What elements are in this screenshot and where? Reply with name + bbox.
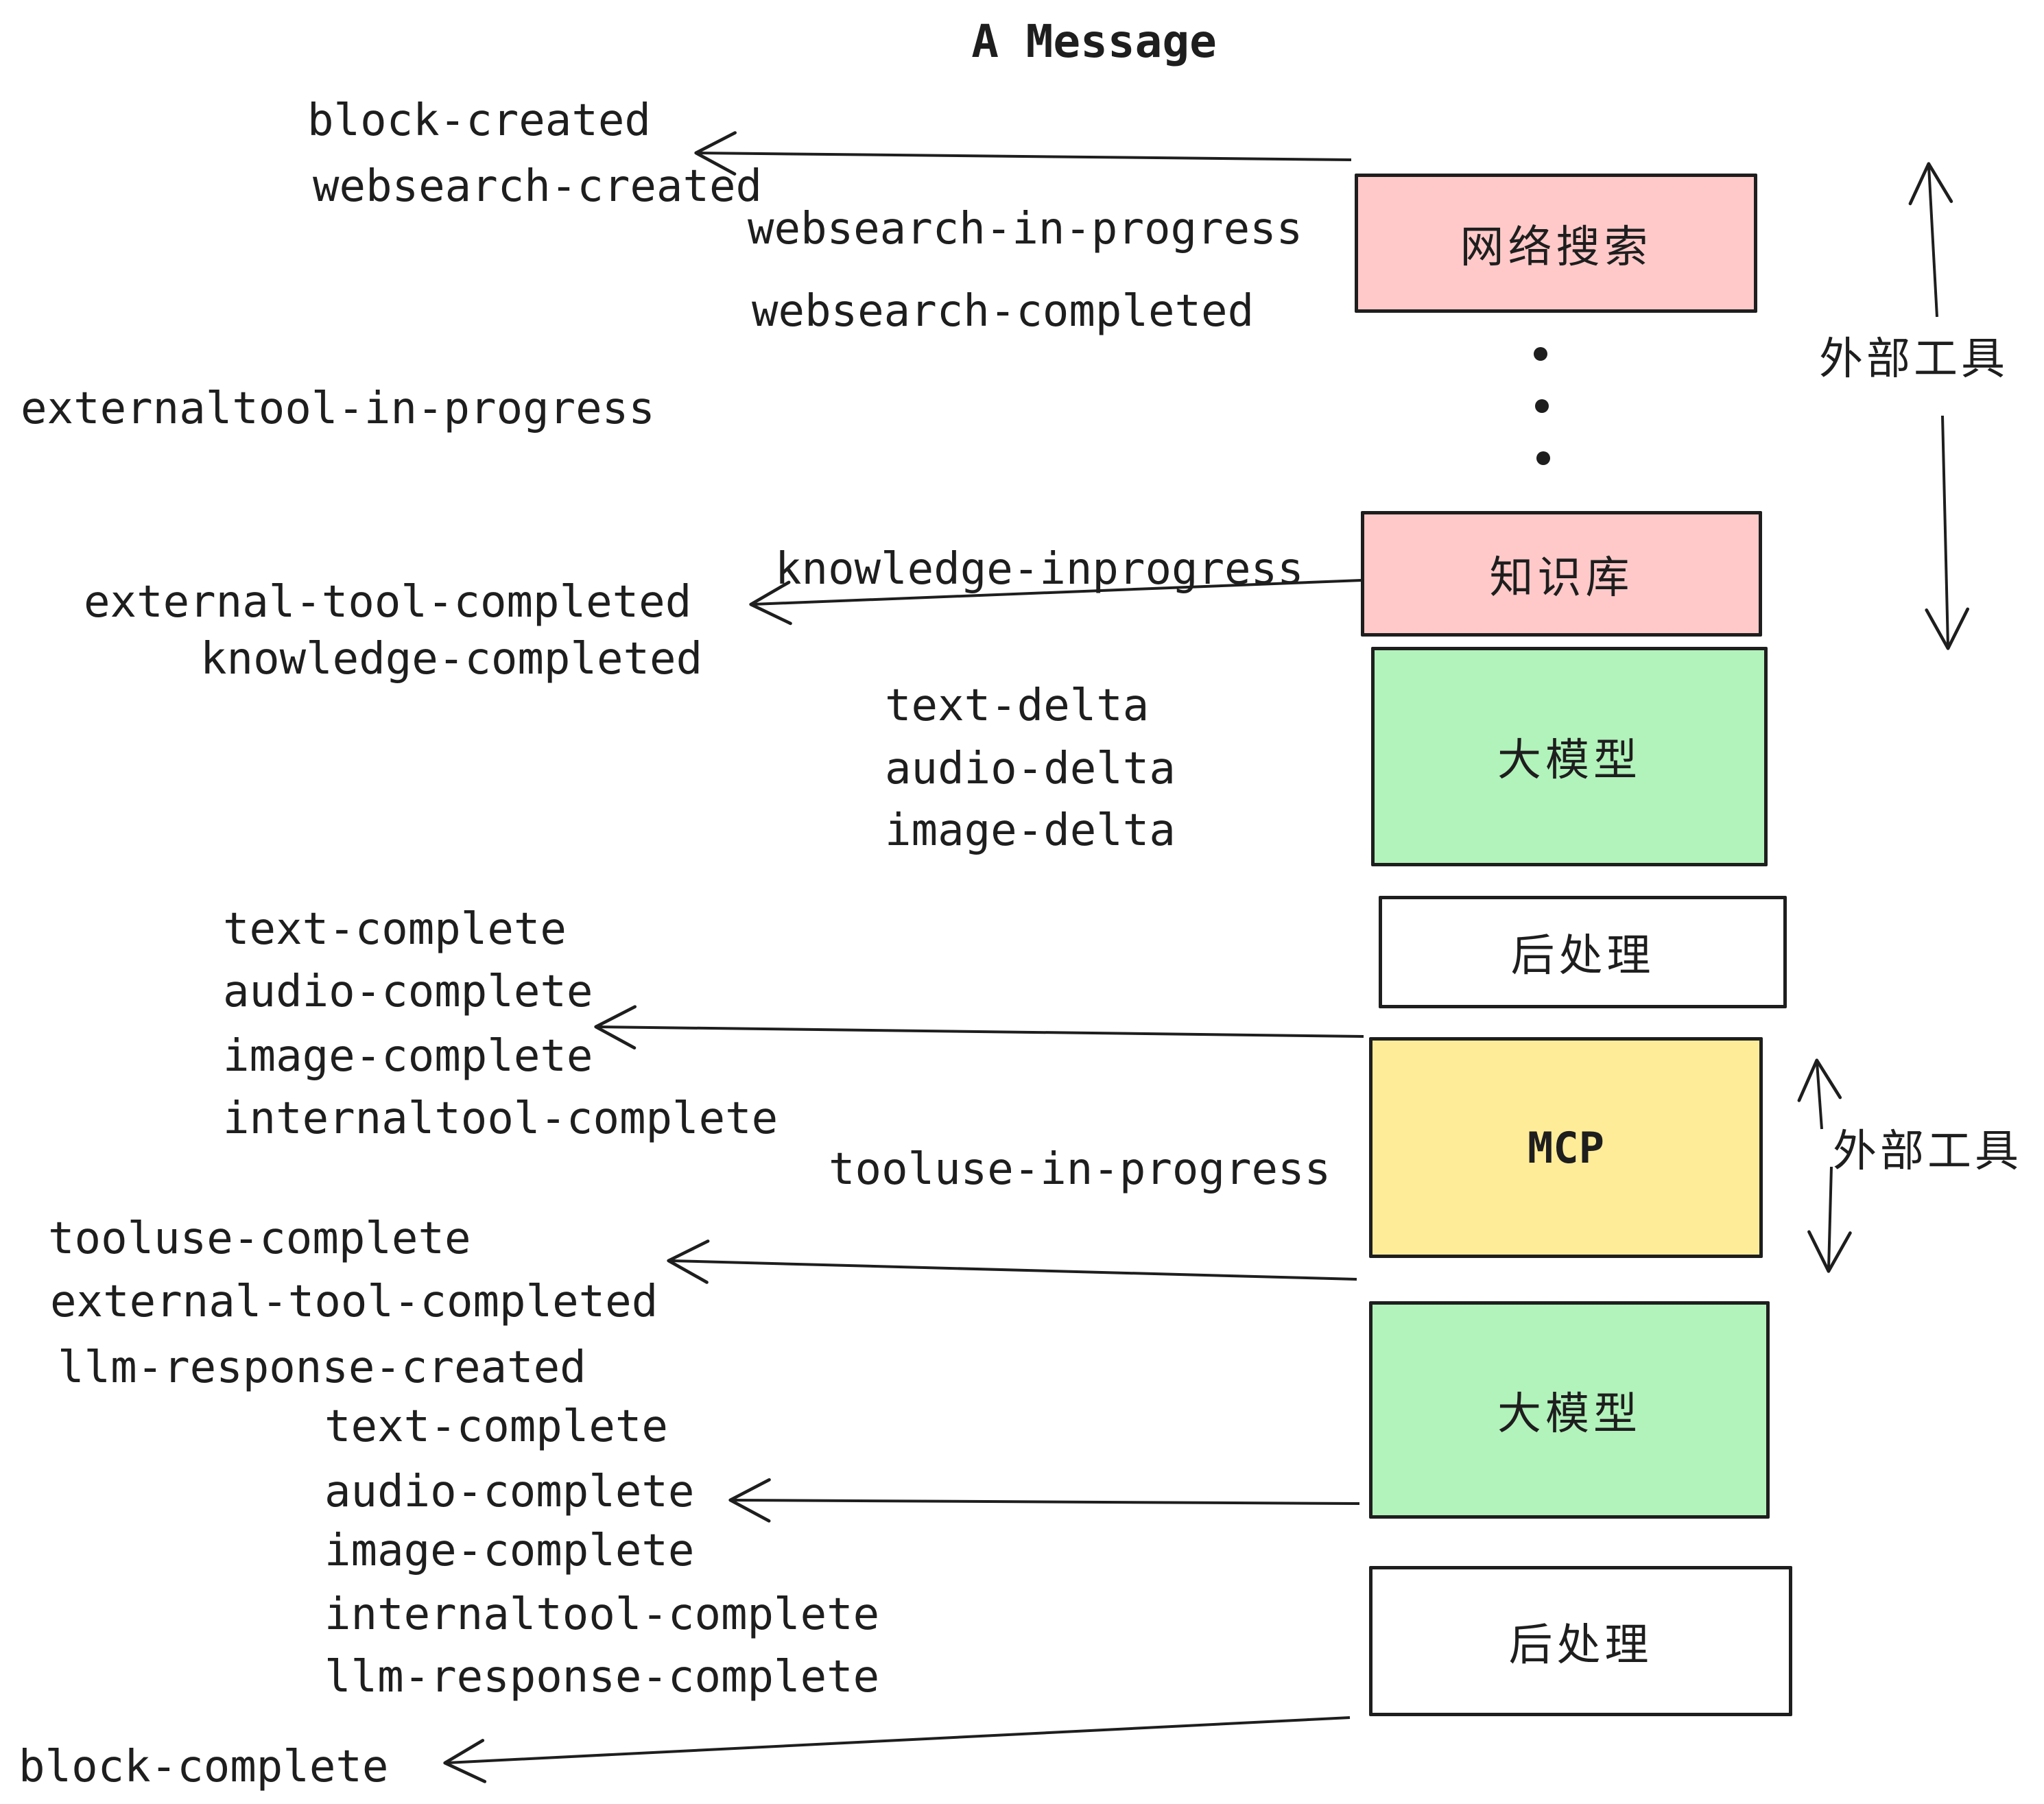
event-websearch-in-progress: websearch-in-progress	[748, 204, 1303, 254]
event-knowledge-inprogress: knowledge-inprogress	[775, 544, 1304, 595]
event-block-created: block-created	[307, 95, 651, 146]
event-internaltool-complete-2: internaltool-complete	[324, 1589, 880, 1640]
box-websearch-label: 网络搜索	[1460, 222, 1652, 272]
arrow-mcp-to-image-complete	[594, 1005, 1364, 1049]
event-image-complete-2: image-complete	[324, 1526, 695, 1576]
event-text-complete-2: text-complete	[324, 1401, 668, 1452]
box-postprocess-2: 后处理	[1369, 1566, 1792, 1716]
box-websearch: 网络搜索	[1355, 174, 1757, 313]
ellipsis-dots	[1534, 347, 1550, 465]
external-tools-up-arrow-1	[1908, 162, 1953, 318]
box-postprocess-2-label: 后处理	[1508, 1619, 1653, 1670]
box-postprocess-1-label: 后处理	[1510, 931, 1655, 980]
event-externaltool-in-progress: externaltool-in-progress	[21, 383, 655, 434]
arrow-mcp-to-tooluse-complete	[667, 1239, 1357, 1284]
event-internaltool-complete-1: internaltool-complete	[223, 1093, 779, 1144]
box-postprocess-1: 后处理	[1379, 896, 1787, 1008]
event-audio-delta-1: audio-delta	[885, 744, 1176, 794]
event-knowledge-completed: knowledge-completed	[200, 634, 703, 685]
event-websearch-created: websearch-created	[313, 161, 763, 212]
external-tools-label-1: 外部工具	[1819, 334, 2008, 383]
event-llm-response-created: llm-response-created	[58, 1342, 586, 1393]
external-tools-label-2: 外部工具	[1833, 1126, 2022, 1176]
arrow-postprocess2-to-block-complete	[443, 1716, 1351, 1783]
event-text-delta-1: text-delta	[885, 680, 1150, 731]
diagram-title: A Message	[971, 15, 1217, 68]
box-mcp-label: MCP	[1528, 1122, 1604, 1173]
external-tools-up-arrow-2	[1797, 1058, 1842, 1130]
external-tools-down-arrow-1	[1925, 415, 1970, 650]
box-knowledge: 知识库	[1361, 511, 1762, 637]
box-llm-2: 大模型	[1369, 1301, 1770, 1519]
event-external-tool-completed-1: external-tool-completed	[84, 577, 692, 628]
event-external-tool-completed-2: external-tool-completed	[50, 1277, 658, 1327]
box-mcp: MCP	[1369, 1037, 1763, 1258]
event-llm-response-complete: llm-response-complete	[324, 1652, 880, 1702]
event-image-delta-1: image-delta	[885, 805, 1176, 856]
box-llm-1-label: 大模型	[1497, 735, 1641, 785]
arrow-llm1-to-knowledge-completed	[749, 579, 1362, 626]
arrow-llm2-to-audio-complete	[728, 1477, 1360, 1523]
arrow-websearch-to-block-created	[694, 131, 1352, 176]
event-audio-complete-2: audio-complete	[324, 1467, 695, 1517]
event-audio-complete-1: audio-complete	[223, 966, 593, 1017]
external-tools-down-arrow-2	[1807, 1166, 1852, 1273]
event-tooluse-complete: tooluse-complete	[48, 1213, 471, 1264]
event-image-complete-1: image-complete	[223, 1031, 593, 1082]
box-knowledge-label: 知识库	[1489, 552, 1634, 602]
event-text-complete-1: text-complete	[223, 904, 567, 955]
event-block-complete: block-complete	[19, 1742, 389, 1792]
event-websearch-completed: websearch-completed	[752, 286, 1255, 337]
box-llm-1: 大模型	[1371, 647, 1768, 866]
event-tooluse-in-progress: tooluse-in-progress	[829, 1144, 1331, 1195]
box-llm-2-label: 大模型	[1497, 1388, 1641, 1438]
